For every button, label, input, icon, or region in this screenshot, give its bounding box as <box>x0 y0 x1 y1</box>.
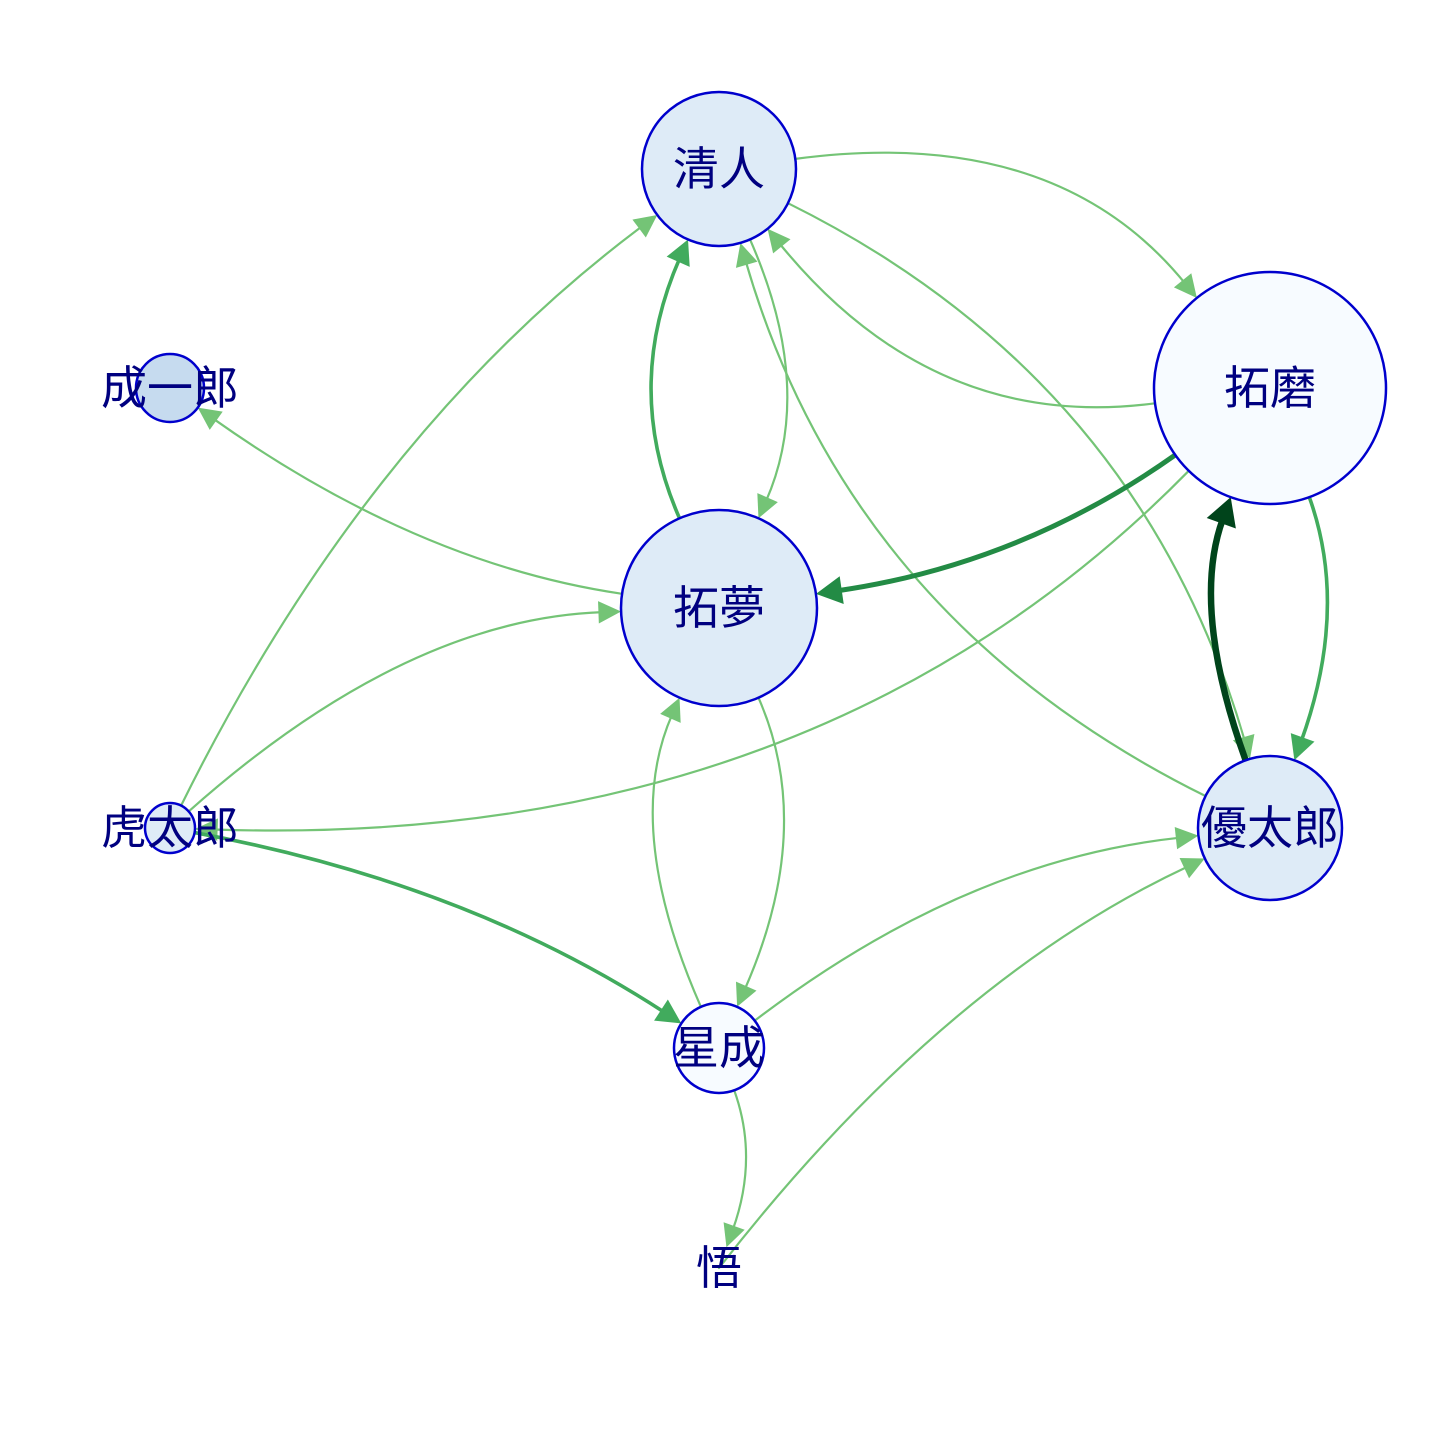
edge-line <box>731 1089 748 1231</box>
node-label: 悟 <box>696 1241 742 1295</box>
arrowhead-icon <box>735 981 757 1007</box>
edge-satoru-yutaro <box>717 858 1205 1270</box>
arrowhead-icon <box>666 239 690 267</box>
arrowhead-icon <box>1174 826 1199 850</box>
arrowhead-icon <box>757 493 778 519</box>
node-circle <box>619 508 819 708</box>
arrowhead-icon <box>632 215 658 238</box>
arrowhead-icon <box>1206 497 1236 529</box>
edge-line <box>1299 495 1330 743</box>
edge-line <box>743 696 786 991</box>
edge-line <box>1207 516 1249 764</box>
node-satoru[interactable]: 悟 <box>696 1241 742 1295</box>
node-kiyoto[interactable]: 清人 <box>640 90 798 248</box>
arrowhead-icon <box>735 242 758 268</box>
edge-hoshinari-yutaro <box>753 826 1199 1022</box>
edge-takuma-kiyoto <box>767 228 1157 409</box>
arrowhead-icon <box>1179 858 1205 879</box>
node-circle <box>640 90 798 248</box>
edge-kotaro-kiyoto <box>179 215 658 807</box>
node-label: 拓夢 <box>673 581 765 635</box>
edge-takumu-kiyoto <box>649 239 690 521</box>
edge-kiyoto-takuma <box>794 151 1197 298</box>
node-circle <box>1152 270 1388 506</box>
node-circle <box>134 352 206 424</box>
arrowhead-icon <box>767 228 791 254</box>
arrowhead-icon <box>815 576 844 605</box>
arrowhead-icon <box>660 697 681 723</box>
edge-takuma-yutaro <box>1290 495 1330 761</box>
edge-line <box>778 242 1157 409</box>
edge-line <box>753 836 1181 1022</box>
edge-kiyoto-takumu <box>748 238 789 519</box>
edge-line <box>651 713 702 1008</box>
node-circle <box>1196 754 1344 902</box>
arrowhead-icon <box>1173 273 1197 298</box>
edge-line <box>179 225 644 807</box>
node-kotaro[interactable]: 虎太郎 <box>101 801 239 855</box>
edge-line <box>744 259 1207 798</box>
arrowhead-icon <box>723 1222 745 1248</box>
edge-hoshinari-satoru <box>723 1089 748 1248</box>
edge-kotaro-hoshinari <box>192 830 682 1024</box>
edge-line <box>748 238 789 503</box>
edge-kotaro-takumu <box>187 601 622 813</box>
edge-line <box>212 469 1190 832</box>
node-circle <box>672 1001 766 1095</box>
node-takumu[interactable]: 拓夢 <box>619 508 819 708</box>
edge-takumu-seiichiro <box>197 407 624 595</box>
edge-line <box>192 830 667 1015</box>
node-hoshinari[interactable]: 星成 <box>672 1001 766 1095</box>
node-yutaro[interactable]: 優太郎 <box>1196 754 1344 902</box>
edge-yutaro-kiyoto <box>735 242 1207 798</box>
node-label: 成一郎 <box>101 361 239 415</box>
node-label: 清人 <box>673 142 765 196</box>
edge-line <box>187 611 604 813</box>
arrowhead-icon <box>654 999 682 1024</box>
edges-layer <box>179 151 1330 1270</box>
edge-line <box>786 202 1246 743</box>
node-takuma[interactable]: 拓磨 <box>1152 270 1388 506</box>
edge-yutaro-takuma <box>1206 497 1249 764</box>
node-label: 拓磨 <box>1224 361 1316 415</box>
arrowhead-icon <box>1290 733 1315 761</box>
edge-hoshinari-takumu <box>651 697 702 1008</box>
edge-line <box>211 417 624 595</box>
edge-line <box>717 865 1190 1270</box>
node-label: 星成 <box>673 1021 765 1075</box>
arrowhead-icon <box>197 407 223 430</box>
edge-line <box>794 151 1187 285</box>
edge-takumu-hoshinari <box>735 696 786 1007</box>
edge-takuma-takumu <box>815 452 1178 605</box>
node-label: 虎太郎 <box>101 801 239 855</box>
node-seiichiro[interactable]: 成一郎 <box>101 352 239 424</box>
edge-line <box>835 452 1178 594</box>
node-label: 優太郎 <box>1201 801 1339 855</box>
arrowhead-icon <box>598 601 622 624</box>
node-circle <box>143 801 197 855</box>
edge-line <box>649 256 682 521</box>
